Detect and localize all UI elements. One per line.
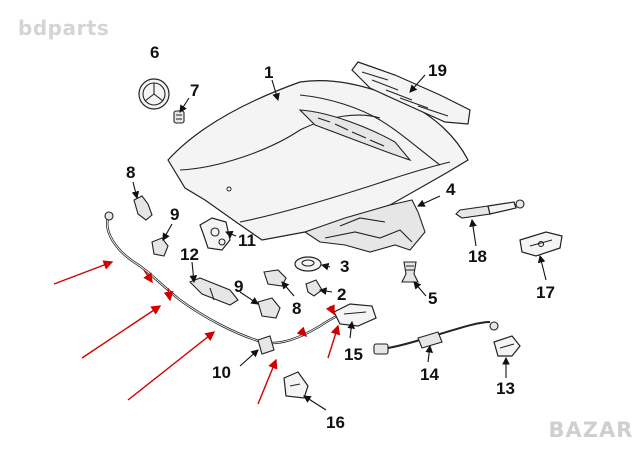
red-arrows [53,260,341,405]
callout-4: 4 [446,180,456,199]
clip-part [173,110,185,124]
callout-7: 7 [190,81,199,100]
striker-part [519,231,563,257]
watermark-text: bdparts [18,16,110,40]
callout-1: 1 [264,63,273,82]
callout-9-upper: 9 [170,205,179,224]
lock-cable-part [373,321,499,355]
leader-lines [131,74,547,411]
bracket-upper-part [151,237,169,257]
callout-16: 16 [326,413,345,432]
bumper-stop-upper-part [133,195,153,221]
gas-strut-part [455,199,525,219]
push-clip-part [401,261,419,283]
callout-11: 11 [238,231,256,250]
callout-labels: 1 2 3 4 5 6 7 8 8 9 9 10 11 12 13 14 15 … [126,43,555,432]
callout-10: 10 [212,363,231,382]
callout-18: 18 [468,247,487,266]
callout-13: 13 [496,379,515,398]
callout-8-lower: 8 [292,299,301,318]
callout-3: 3 [340,257,349,276]
callout-19: 19 [428,61,447,80]
callout-14: 14 [420,365,439,384]
cable-bracket-part [189,277,239,306]
callout-2: 2 [337,285,346,304]
bazar-watermark-badge: BAZAR [548,418,634,442]
cowl-grille-part [351,61,471,125]
callout-17: 17 [536,283,555,302]
release-handle-part [493,335,521,357]
callout-5: 5 [428,289,437,308]
callout-15: 15 [344,345,363,364]
fastener-part [305,279,323,297]
bracket-lower-part [257,297,281,319]
release-cable-part [104,211,349,355]
hood-liner-part [303,199,426,253]
hood-lock-part [333,303,377,327]
lock-bracket-part [283,371,309,399]
callout-6: 6 [150,43,159,62]
hinge-part [199,217,231,251]
callout-8-upper: 8 [126,163,135,182]
callout-12: 12 [180,245,199,264]
grommet-part [294,256,322,272]
callout-9-lower: 9 [234,277,243,296]
emblem-part [138,78,170,110]
